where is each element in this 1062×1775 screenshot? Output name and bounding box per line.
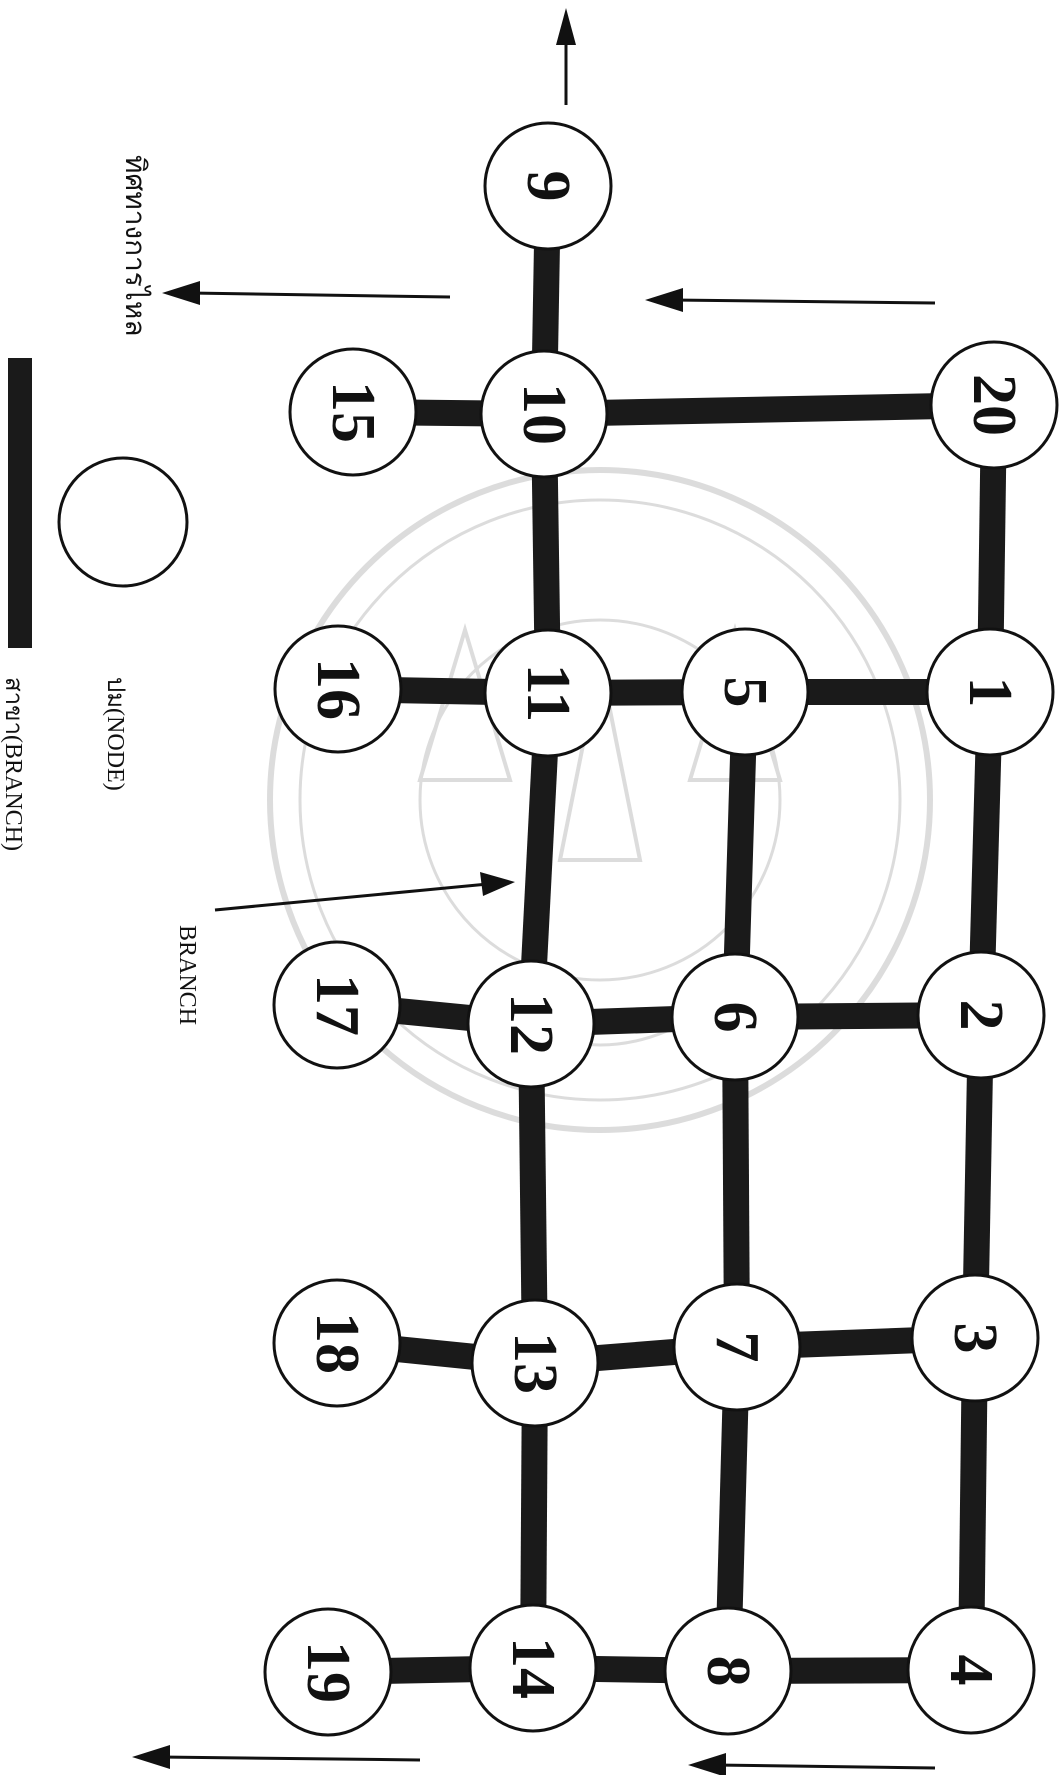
node-14: 14 (468, 1603, 598, 1733)
node-label: 18 (303, 1312, 371, 1374)
node-4: 4 (906, 1605, 1036, 1735)
node-circle (672, 1282, 802, 1412)
node-5: 5 (680, 627, 810, 757)
node-6: 6 (670, 952, 800, 1082)
node-7: 7 (672, 1282, 802, 1412)
node-label: 19 (294, 1641, 362, 1703)
node-circle (479, 349, 609, 479)
legend-branch-label: สาขา(BRANCH) (0, 677, 26, 851)
node-circle (483, 121, 613, 251)
node-circle (483, 628, 613, 758)
node-circle (925, 627, 1055, 757)
node-label: 15 (319, 381, 387, 443)
branch-callout: BRANCH (174, 872, 515, 1025)
flow-arrow-left-lower (132, 1745, 421, 1769)
node-19: 19 (263, 1607, 393, 1737)
branch-layer (327, 185, 1007, 1685)
node-17: 17 (272, 940, 402, 1070)
node-label: 5 (711, 677, 779, 708)
node-circle (910, 1273, 1040, 1403)
node-label: 14 (499, 1637, 567, 1699)
node-18: 18 (272, 1278, 402, 1408)
node-circle (470, 1298, 600, 1428)
node-circle (929, 340, 1059, 470)
legend: ปม(NODE) สาขา(BRANCH) (0, 358, 189, 851)
node-label: 2 (947, 1000, 1015, 1031)
node-circle (466, 959, 596, 1089)
branch-10-20 (543, 392, 995, 427)
node-label: 17 (303, 974, 371, 1036)
node-circle (263, 1607, 393, 1737)
node-1: 1 (925, 627, 1055, 757)
node-label: 9 (514, 171, 582, 202)
node-circle (272, 1278, 402, 1408)
node-circle (663, 1606, 793, 1736)
node-15: 15 (288, 347, 418, 477)
node-circle (272, 940, 402, 1070)
node-label: 6 (701, 1002, 769, 1033)
node-11: 11 (483, 628, 613, 758)
node-20: 20 (929, 340, 1059, 470)
flow-arrows (132, 8, 936, 1775)
flow-arrow-right-upper (645, 288, 936, 312)
node-label: 12 (497, 993, 565, 1055)
node-circle (288, 347, 418, 477)
node-circle (468, 1603, 598, 1733)
node-3: 3 (910, 1273, 1040, 1403)
node-label: 3 (941, 1323, 1009, 1354)
node-circle (906, 1605, 1036, 1735)
flow-arrow-left-upper (162, 281, 451, 305)
node-label: 1 (956, 677, 1024, 708)
legend-branch-symbol (8, 358, 32, 648)
node-label: 13 (501, 1332, 569, 1394)
node-12: 12 (466, 959, 596, 1089)
node-circle (916, 950, 1046, 1080)
legend-node-label: ปม(NODE) (102, 677, 128, 791)
node-9: 9 (483, 121, 613, 251)
flow-arrow-right-lower (688, 1753, 936, 1775)
node-10: 10 (479, 349, 609, 479)
legend-node-symbol (57, 456, 189, 588)
node-circle (670, 952, 800, 1082)
node-label: 7 (703, 1332, 771, 1363)
node-label: 4 (937, 1655, 1005, 1686)
branch-callout-label: BRANCH (174, 925, 200, 1025)
node-label: 10 (510, 383, 578, 445)
node-2: 2 (916, 950, 1046, 1080)
node-label: 20 (960, 374, 1028, 436)
node-circle (680, 627, 810, 757)
node-8: 8 (663, 1606, 793, 1736)
flow-arrow-top (556, 8, 576, 105)
flow-direction-label: ทิศทางการไหล (119, 155, 151, 337)
node-label: 11 (514, 664, 582, 723)
node-circle (273, 624, 403, 754)
node-label: 16 (304, 658, 372, 720)
node-label: 8 (694, 1656, 762, 1687)
node-13: 13 (470, 1298, 600, 1428)
node-16: 16 (273, 624, 403, 754)
